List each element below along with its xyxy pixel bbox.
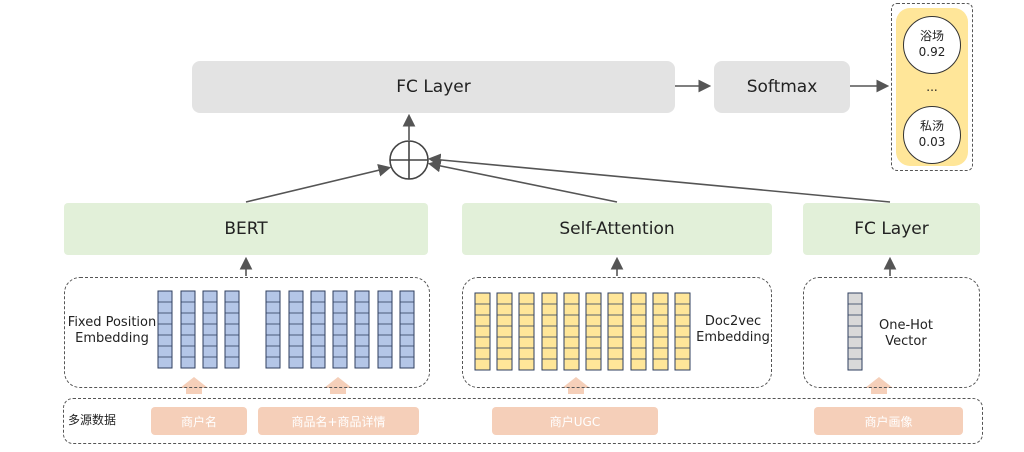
bert-embedding-column xyxy=(202,290,218,369)
arrow-attention-to-concat xyxy=(427,159,618,203)
fc-layer-small-label: FC Layer xyxy=(854,219,929,239)
doc2vec-embedding-column xyxy=(607,292,624,371)
bert-embedding-column xyxy=(265,290,281,369)
sources-container xyxy=(63,398,983,444)
self-attention-box: Self-Attention xyxy=(462,203,772,255)
bert-embedding-column xyxy=(377,290,393,369)
doc2vec-embedding-column xyxy=(585,292,602,371)
source-product-info-label: 商品名+商品详情 xyxy=(291,414,386,429)
fc-layer-box: FC Layer xyxy=(192,61,675,113)
self-attention-label: Self-Attention xyxy=(559,219,675,239)
onehot-vector-column xyxy=(847,292,863,371)
doc2vec-embedding-container xyxy=(462,277,772,388)
doc2vec-embedding-column xyxy=(563,292,580,371)
fc-layer-small-box: FC Layer xyxy=(803,203,980,255)
doc2vec-embedding-column xyxy=(496,292,513,371)
output-prob-1: 浴场 0.92 xyxy=(903,16,961,74)
doc2vec-embedding-column xyxy=(674,292,691,371)
source-arrow-1 xyxy=(180,377,208,394)
bert-embedding-column xyxy=(157,290,173,369)
source-arrow-2 xyxy=(324,377,352,394)
bert-embedding-container xyxy=(64,277,430,388)
softmax-label: Softmax xyxy=(746,77,818,97)
doc2vec-embedding-column xyxy=(630,292,647,371)
bert-embedding-column xyxy=(354,290,370,369)
output-ellipsis: ... xyxy=(926,80,938,94)
output-container xyxy=(891,3,973,171)
bert-embedding-column xyxy=(224,290,240,369)
bert-embedding-column xyxy=(332,290,348,369)
bert-label: BERT xyxy=(224,219,268,239)
doc2vec-embedding-column xyxy=(652,292,669,371)
arrow-bert-to-concat xyxy=(245,164,392,203)
concat-icon xyxy=(389,140,429,180)
bert-embedding-column xyxy=(399,290,415,369)
fixed-position-embedding-label: Fixed Position Embedding xyxy=(67,315,157,347)
bert-box: BERT xyxy=(64,203,428,255)
output-prob-2: 私汤 0.03 xyxy=(903,106,961,164)
source-merchant-name: 商户名 xyxy=(151,407,247,435)
output-prob-2-label: 私汤 xyxy=(919,119,944,134)
fc-layer-label: FC Layer xyxy=(396,77,471,97)
source-product-info: 商品名+商品详情 xyxy=(258,407,419,435)
bert-embedding-column xyxy=(288,290,304,369)
doc2vec-embedding-column xyxy=(541,292,558,371)
arrow-fc-small-to-concat xyxy=(427,153,891,203)
source-arrow-4 xyxy=(865,377,893,394)
source-arrow-3 xyxy=(562,377,590,394)
source-merchant-profile: 商户画像 xyxy=(814,407,963,435)
source-merchant-name-label: 商户名 xyxy=(180,414,217,429)
doc2vec-embedding-column xyxy=(518,292,535,371)
softmax-box: Softmax xyxy=(714,61,850,113)
output-prob-2-value: 0.03 xyxy=(918,135,946,149)
sources-title: 多源数据 xyxy=(68,413,117,427)
output-prob-1-label: 浴场 xyxy=(919,29,944,44)
output-prob-1-value: 0.92 xyxy=(918,45,946,59)
source-merchant-profile-label: 商户画像 xyxy=(864,414,913,429)
one-hot-vector-label: One-Hot Vector xyxy=(879,318,933,350)
source-merchant-ugc-label: 商户UGC xyxy=(549,414,601,429)
bert-embedding-column xyxy=(180,290,196,369)
source-merchant-ugc: 商户UGC xyxy=(492,407,658,435)
onehot-embedding-container xyxy=(803,277,980,388)
bert-embedding-column xyxy=(310,290,326,369)
doc2vec-embedding-column xyxy=(474,292,491,371)
doc2vec-embedding-label: Doc2vec Embedding xyxy=(696,314,770,346)
